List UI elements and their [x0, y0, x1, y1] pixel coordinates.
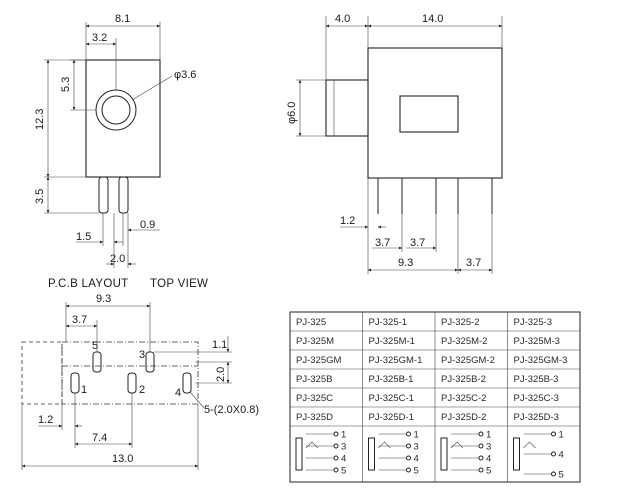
dim-front-width: 8.1 — [115, 13, 130, 25]
model-cell: PJ-325B-3 — [514, 374, 559, 385]
schematic-pin-label: 1 — [341, 430, 346, 441]
dim-pcb-span: 9.3 — [96, 293, 111, 305]
schematic-pin-label: 4 — [486, 454, 491, 465]
model-cell: PJ-325GM-3 — [514, 355, 568, 366]
dim-pin-length: 3.5 — [34, 189, 46, 204]
model-table: PJ-325 PJ-325-1 PJ-325-2 PJ-325-3PJ-325M PJ-… — [289, 311, 581, 483]
model-cell: PJ-325-1 — [369, 317, 408, 328]
model-cell: PJ-325-2 — [441, 317, 480, 328]
schematic-pin-label: 3 — [486, 442, 491, 453]
schematic-pin-label: 1 — [414, 430, 419, 441]
model-cell: PJ-325GM-2 — [441, 355, 495, 366]
model-cell: PJ-325C-1 — [369, 393, 414, 404]
model-cell: PJ-325B-1 — [369, 374, 414, 385]
dim-pcb-edge: 1.2 — [38, 414, 53, 426]
dim-pin-pitch: 1.5 — [76, 231, 91, 243]
model-cell: PJ-325M — [296, 336, 334, 347]
dim-center-height: 5.3 — [60, 77, 72, 92]
model-cell: PJ-325 — [296, 317, 326, 328]
pin-label-2: 2 — [139, 384, 145, 396]
pcb-pad-1 — [70, 372, 80, 394]
top-view-title: TOP VIEW — [150, 278, 208, 290]
dim-pcb-inner: 7.4 — [92, 432, 107, 444]
pin-label-1: 1 — [81, 384, 87, 396]
side-window — [399, 95, 459, 133]
model-cell: PJ-325C-2 — [441, 393, 486, 404]
dim-end-pitch: 3.7 — [466, 257, 481, 269]
pin-label-5: 5 — [92, 340, 98, 352]
pcb-pad-5 — [92, 351, 102, 373]
front-view: 8.1 3.2 φ3.6 5.3 12.3 3.5 1.5 2.0 0.9 — [34, 13, 196, 268]
schematic-pin-label: 5 — [341, 466, 346, 477]
front-pin-right — [118, 176, 129, 214]
jack-hole-inner — [101, 95, 131, 125]
model-cell: PJ-325C-3 — [514, 393, 559, 404]
side-view: 4.0 14.0 φ6.0 1.2 3.7 3.7 9.3 3.7 — [286, 13, 503, 274]
dim-front-height: 12.3 — [34, 109, 46, 130]
schematic-pin-label: 4 — [414, 454, 419, 465]
schematic-symbol: 1 4 5 — [513, 430, 564, 481]
dim-front-offset: 3.2 — [92, 32, 107, 44]
dim-row-gap: 1.1 — [212, 339, 227, 351]
model-cell: PJ-325M-1 — [369, 336, 415, 347]
pcb-title: P.C.B LAYOUT — [48, 278, 129, 290]
dim-boss-dia: φ6.0 — [286, 102, 298, 124]
model-cell: PJ-325B-2 — [441, 374, 486, 385]
dim-pin-width: 0.9 — [140, 219, 155, 231]
dim-pin-gap: 2.0 — [110, 253, 125, 265]
pin-label-3: 3 — [139, 349, 145, 361]
model-cell: PJ-325D — [296, 412, 333, 423]
schematic-pin-label: 1 — [486, 430, 491, 441]
model-cell: PJ-325M-3 — [514, 336, 560, 347]
model-cell: PJ-325GM-1 — [369, 355, 423, 366]
pin-label-4: 4 — [175, 387, 181, 399]
pcb-pad-4 — [182, 372, 192, 394]
dim-hole-note: 5-(2.0X0.8) — [204, 404, 259, 416]
model-cell: PJ-325B — [296, 374, 332, 385]
model-cell: PJ-325D-1 — [369, 412, 414, 423]
schematic-pin-label: 3 — [341, 442, 346, 453]
model-cell: PJ-325D-3 — [514, 412, 559, 423]
schematic-pin-label: 3 — [414, 442, 419, 453]
dim-hole-dia: φ3.6 — [174, 69, 196, 81]
schematic-pin-label: 5 — [414, 466, 419, 477]
schematic-pin-label: 1 — [559, 430, 564, 441]
dim-pcb-pitch: 3.7 — [72, 314, 87, 326]
model-cell: PJ-325-3 — [514, 317, 553, 328]
model-cell: PJ-325GM — [296, 355, 341, 366]
front-body — [85, 59, 161, 178]
dim-boss-length: 4.0 — [335, 13, 350, 25]
dim-pitch-a: 3.7 — [375, 237, 390, 249]
model-cell: PJ-325C — [296, 393, 333, 404]
dim-pin-offset: 1.2 — [340, 215, 355, 227]
dim-body-length: 14.0 — [422, 13, 443, 25]
front-pin-left — [98, 176, 109, 214]
dim-side-span: 9.3 — [398, 257, 413, 269]
dim-pitch-b: 3.7 — [410, 237, 425, 249]
dim-row-height: 2.0 — [215, 367, 227, 382]
schematic-pin-label: 5 — [486, 466, 491, 477]
model-cell: PJ-325D-2 — [441, 412, 486, 423]
side-boss — [325, 79, 369, 137]
schematic-pin-label: 5 — [559, 470, 564, 481]
schematic-pin-label: 4 — [559, 450, 564, 461]
schematic-pin-label: 4 — [341, 454, 346, 465]
pcb-layout: P.C.B LAYOUT TOP VIEW 1 2 3 4 5 9.3 3.7 … — [21, 278, 259, 470]
pcb-pad-2 — [127, 372, 137, 394]
model-cell: PJ-325M-2 — [441, 336, 487, 347]
pcb-pad-3 — [145, 351, 155, 373]
dim-pcb-total: 13.0 — [112, 453, 133, 465]
